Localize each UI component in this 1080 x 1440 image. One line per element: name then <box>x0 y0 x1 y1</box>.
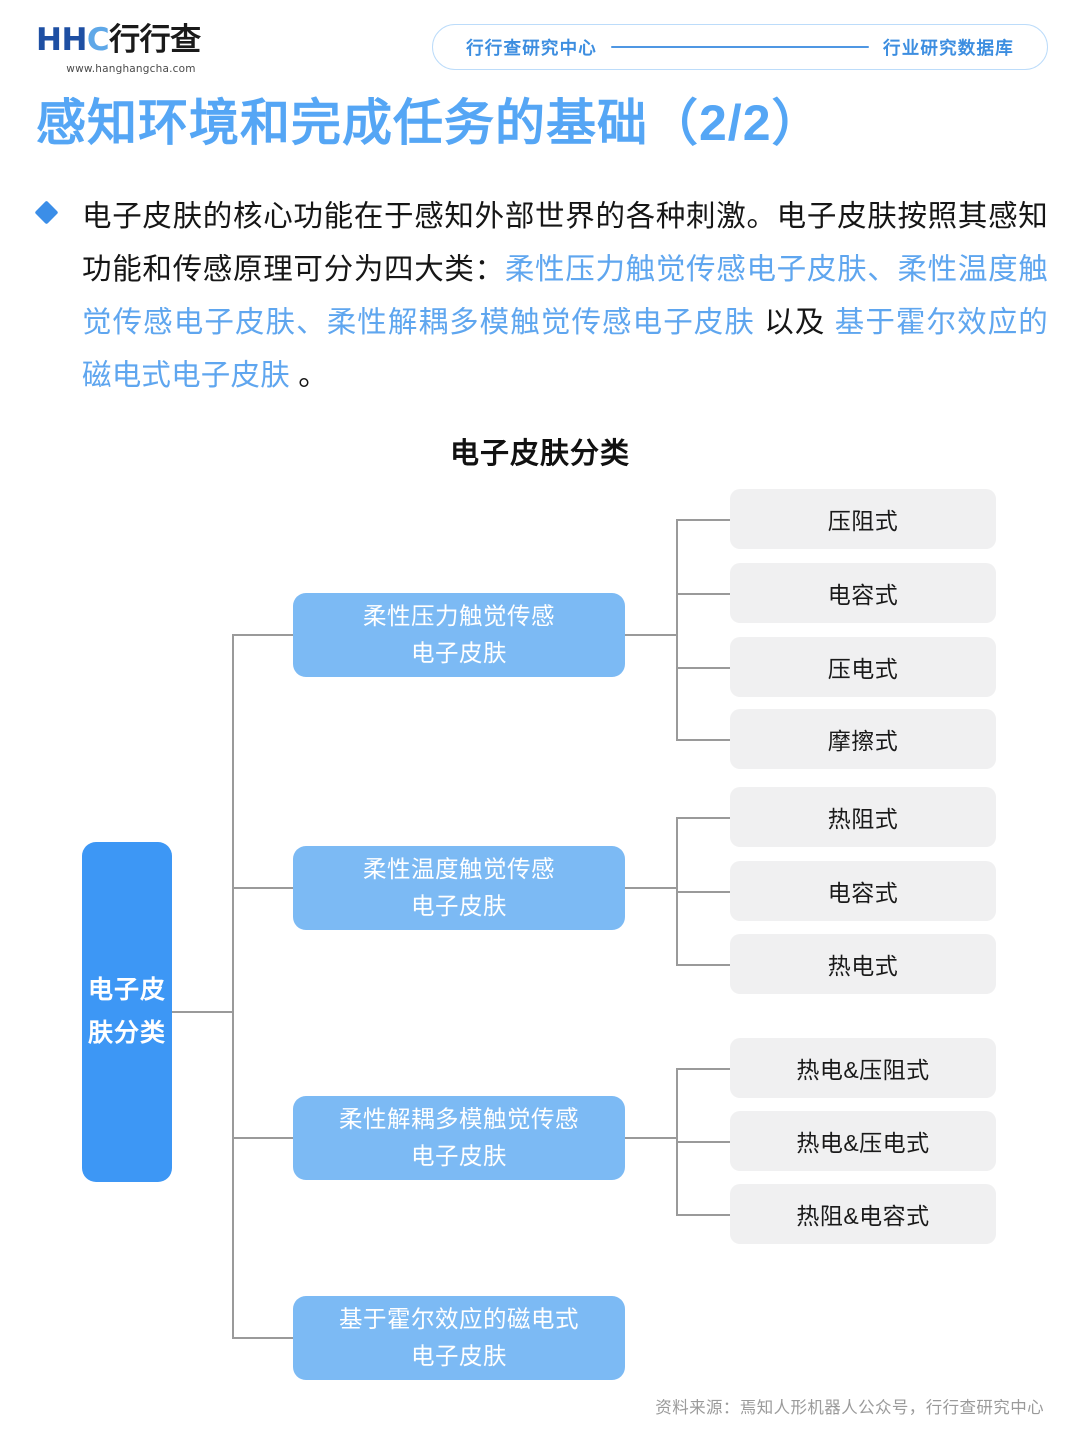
connector-group1-spine <box>676 519 678 740</box>
connector-branch-3 <box>232 1137 294 1139</box>
connector-leaf-3-2 <box>676 1141 731 1143</box>
tree-branch-node-4[interactable]: 基于霍尔效应的磁电式 电子皮肤 <box>293 1296 625 1380</box>
connector-leaf-1-2 <box>676 593 731 595</box>
tree-leaf-node[interactable]: 热电式 <box>730 934 996 994</box>
tree-branch-node-3[interactable]: 柔性解耦多模触觉传感 电子皮肤 <box>293 1096 625 1180</box>
paragraph-segment-highlight: 柔性压力触觉传感电子皮肤、柔性温度触觉传感电子皮肤、柔性解耦多模触觉传感电子皮肤 <box>82 253 1048 339</box>
tree-leaf-label: 热电&压电式 <box>796 1130 930 1156</box>
paragraph-segment: 以及 <box>754 306 835 339</box>
tree-branch-label-1: 柔性压力触觉传感 电子皮肤 <box>363 603 555 666</box>
connector-branch-2 <box>232 887 294 889</box>
tree-leaf-label: 摩擦式 <box>827 728 899 754</box>
connector-leaf-1-1 <box>676 519 731 521</box>
tree-root-node[interactable]: 电子皮肤分类 <box>82 842 172 1182</box>
brand-logo[interactable]: HHC行行查 www.hanghangcha.com <box>36 24 256 75</box>
connector-leaf-3-1 <box>676 1068 731 1070</box>
tree-branch-node-1[interactable]: 柔性压力触觉传感 电子皮肤 <box>293 593 625 677</box>
connector-leaf-2-1 <box>676 817 731 819</box>
logo-brand-text: 行行查 <box>109 22 201 57</box>
connector-leaf-1-4 <box>676 739 731 741</box>
logo-hhc-mark: HHC <box>36 22 110 58</box>
logo-url: www.hanghangcha.com <box>66 63 196 75</box>
tree-leaf-node[interactable]: 热电&压阻式 <box>730 1038 996 1098</box>
connector-group3-stub <box>625 1137 677 1139</box>
connector-branch-1 <box>232 634 294 636</box>
page-title: 感知环境和完成任务的基础（2/2） <box>36 95 823 151</box>
connector-leaf-3-3 <box>676 1214 731 1216</box>
connector-root-spine <box>232 634 234 1338</box>
tree-leaf-node[interactable]: 热阻&电容式 <box>730 1184 996 1244</box>
header-pill: 行行查研究中心 行业研究数据库 <box>432 24 1048 70</box>
bullet-paragraph-row: 电子皮肤的核心功能在于感知外部世界的各种刺激。电子皮肤按照其感知功能和传感原理可… <box>34 190 1048 402</box>
tree-leaf-node[interactable]: 热阻式 <box>730 787 996 847</box>
tree-leaf-label: 电容式 <box>827 880 899 906</box>
bullet-paragraph-text: 电子皮肤的核心功能在于感知外部世界的各种刺激。电子皮肤按照其感知功能和传感原理可… <box>82 190 1048 402</box>
connector-leaf-2-2 <box>676 891 731 893</box>
tree-branch-label-4: 基于霍尔效应的磁电式 电子皮肤 <box>339 1306 579 1369</box>
tree-leaf-label: 热阻&电容式 <box>796 1203 930 1229</box>
source-footer: 资料来源：焉知人形机器人公众号，行行查研究中心 <box>655 1399 1044 1417</box>
tree-leaf-node[interactable]: 电容式 <box>730 563 996 623</box>
tree-leaf-label: 电容式 <box>827 582 899 608</box>
tree-leaf-node[interactable]: 摩擦式 <box>730 709 996 769</box>
connector-group2-stub <box>625 887 677 889</box>
tree-leaf-node[interactable]: 压阻式 <box>730 489 996 549</box>
connector-root-stub <box>172 1011 233 1013</box>
tree-leaf-label: 热电式 <box>827 953 899 979</box>
tree-root-label: 电子皮肤分类 <box>87 976 166 1047</box>
connector-leaf-2-3 <box>676 964 731 966</box>
pill-left-label: 行行查研究中心 <box>466 37 597 58</box>
paragraph-segment: 电子皮肤的核心功能在于感知外部世界的各种刺激。电子皮肤按照其感知功能和传感原理可… <box>82 200 1048 286</box>
page-header: HHC行行查 www.hanghangcha.com 行行查研究中心 行业研究数… <box>0 0 1080 86</box>
tree-branch-node-2[interactable]: 柔性温度触觉传感 电子皮肤 <box>293 846 625 930</box>
pill-divider-rule <box>611 45 869 49</box>
connector-leaf-1-3 <box>676 667 731 669</box>
tree-leaf-label: 压电式 <box>827 656 899 682</box>
tree-leaf-node[interactable]: 热电&压电式 <box>730 1111 996 1171</box>
tree-leaf-label: 热阻式 <box>827 806 899 832</box>
connector-group1-stub <box>625 634 677 636</box>
connector-branch-4 <box>232 1337 294 1339</box>
diamond-bullet-icon <box>34 200 59 225</box>
tree-leaf-label: 热电&压阻式 <box>796 1057 930 1083</box>
tree-branch-label-3: 柔性解耦多模触觉传感 电子皮肤 <box>339 1106 579 1169</box>
chart-title: 电子皮肤分类 <box>449 438 630 470</box>
tree-leaf-node[interactable]: 电容式 <box>730 861 996 921</box>
paragraph-segment: 。 <box>289 359 329 392</box>
paragraph-segment-highlight: 基于霍尔效应的磁电式电子皮肤 <box>82 306 1048 392</box>
pill-right-label: 行业研究数据库 <box>883 37 1014 58</box>
tree-leaf-label: 压阻式 <box>827 508 899 534</box>
tree-leaf-node[interactable]: 压电式 <box>730 637 996 697</box>
logo-wordmark: HHC行行查 <box>36 24 256 56</box>
tree-branch-label-2: 柔性温度触觉传感 电子皮肤 <box>363 856 555 919</box>
logo-hhc-mid: C <box>86 22 110 58</box>
logo-hhc-left: HH <box>36 22 87 58</box>
